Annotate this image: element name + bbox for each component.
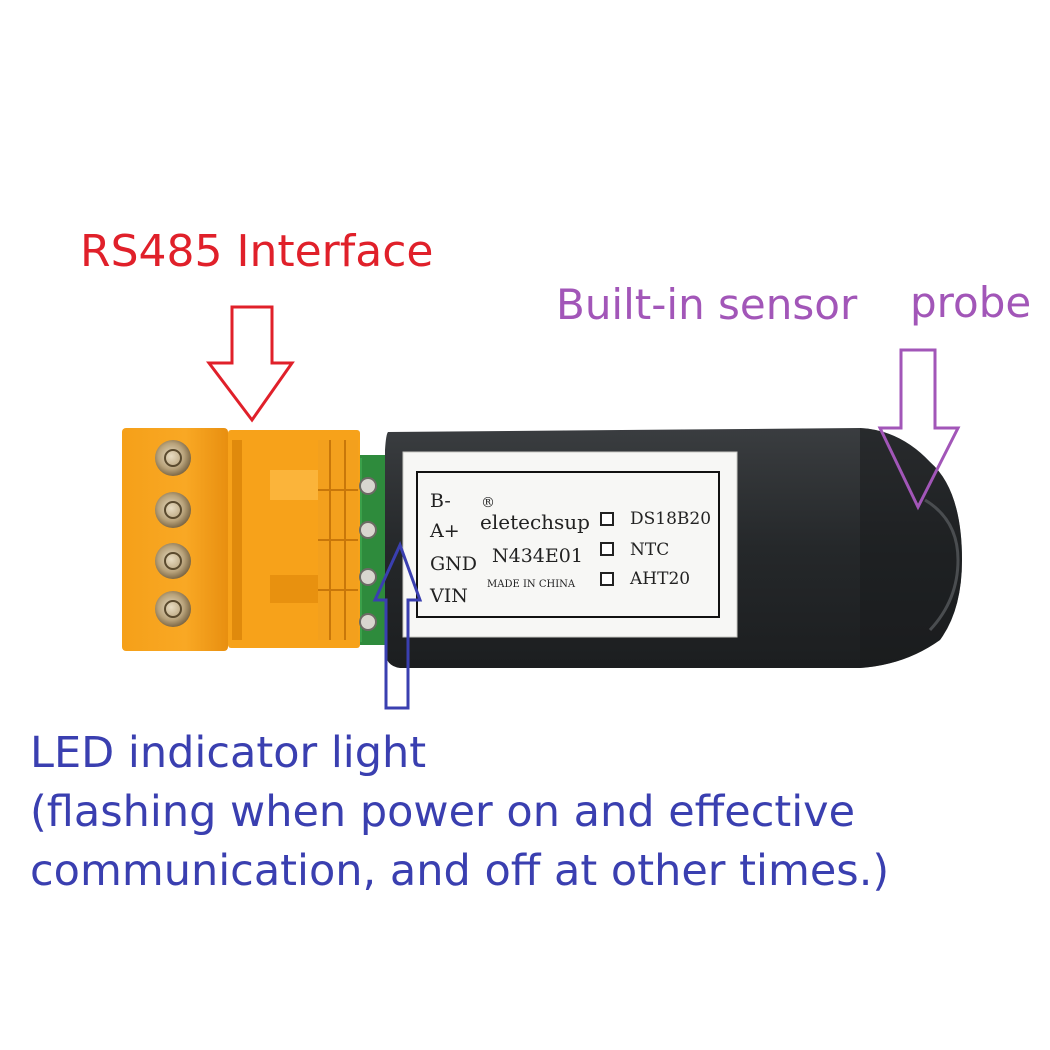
registered-mark: ® (481, 495, 495, 511)
sensor-option-aht20: AHT20 (630, 569, 691, 589)
model-number: N434E01 (492, 545, 583, 567)
brand-name: eletechsup (480, 510, 590, 534)
led-description-line-1: (flashing when power on and effective (30, 787, 856, 837)
sensor-option-ds18b20: DS18B20 (630, 509, 712, 529)
probe-arrow-icon (877, 348, 961, 511)
rs485-arrow-icon (205, 305, 295, 423)
led-arrow-icon (372, 541, 423, 710)
pin-label-gnd: GND (430, 553, 478, 575)
terminal-screw-3 (155, 543, 191, 579)
sensor-option-checkbox (600, 542, 614, 556)
pcb-pins (359, 477, 377, 631)
terminal-screw-1 (155, 440, 191, 476)
rs485-interface-caption: RS485 Interface (80, 226, 434, 277)
led-description-line-2: communication, and off at other times.) (30, 846, 890, 896)
product-label (402, 451, 738, 638)
pin-label-a: A+ (430, 520, 460, 542)
rs485-terminal-block (122, 428, 360, 651)
sensor-option-ntc: NTC (630, 540, 670, 560)
sensor-probe-caption: Built-in sensor (556, 280, 858, 329)
terminal-screw-4 (155, 591, 191, 627)
pin-label-vin: VIN (430, 585, 468, 607)
terminal-screw-2 (155, 492, 191, 528)
sensor-option-checkbox (600, 572, 614, 586)
led-indicator-caption: LED indicator light (30, 728, 427, 778)
sensor-probe-caption-word: probe (910, 278, 1032, 327)
pin-label-b: B- (430, 490, 451, 512)
sensor-option-checkbox (600, 512, 614, 526)
made-in-label: MADE IN CHINA (487, 579, 576, 590)
